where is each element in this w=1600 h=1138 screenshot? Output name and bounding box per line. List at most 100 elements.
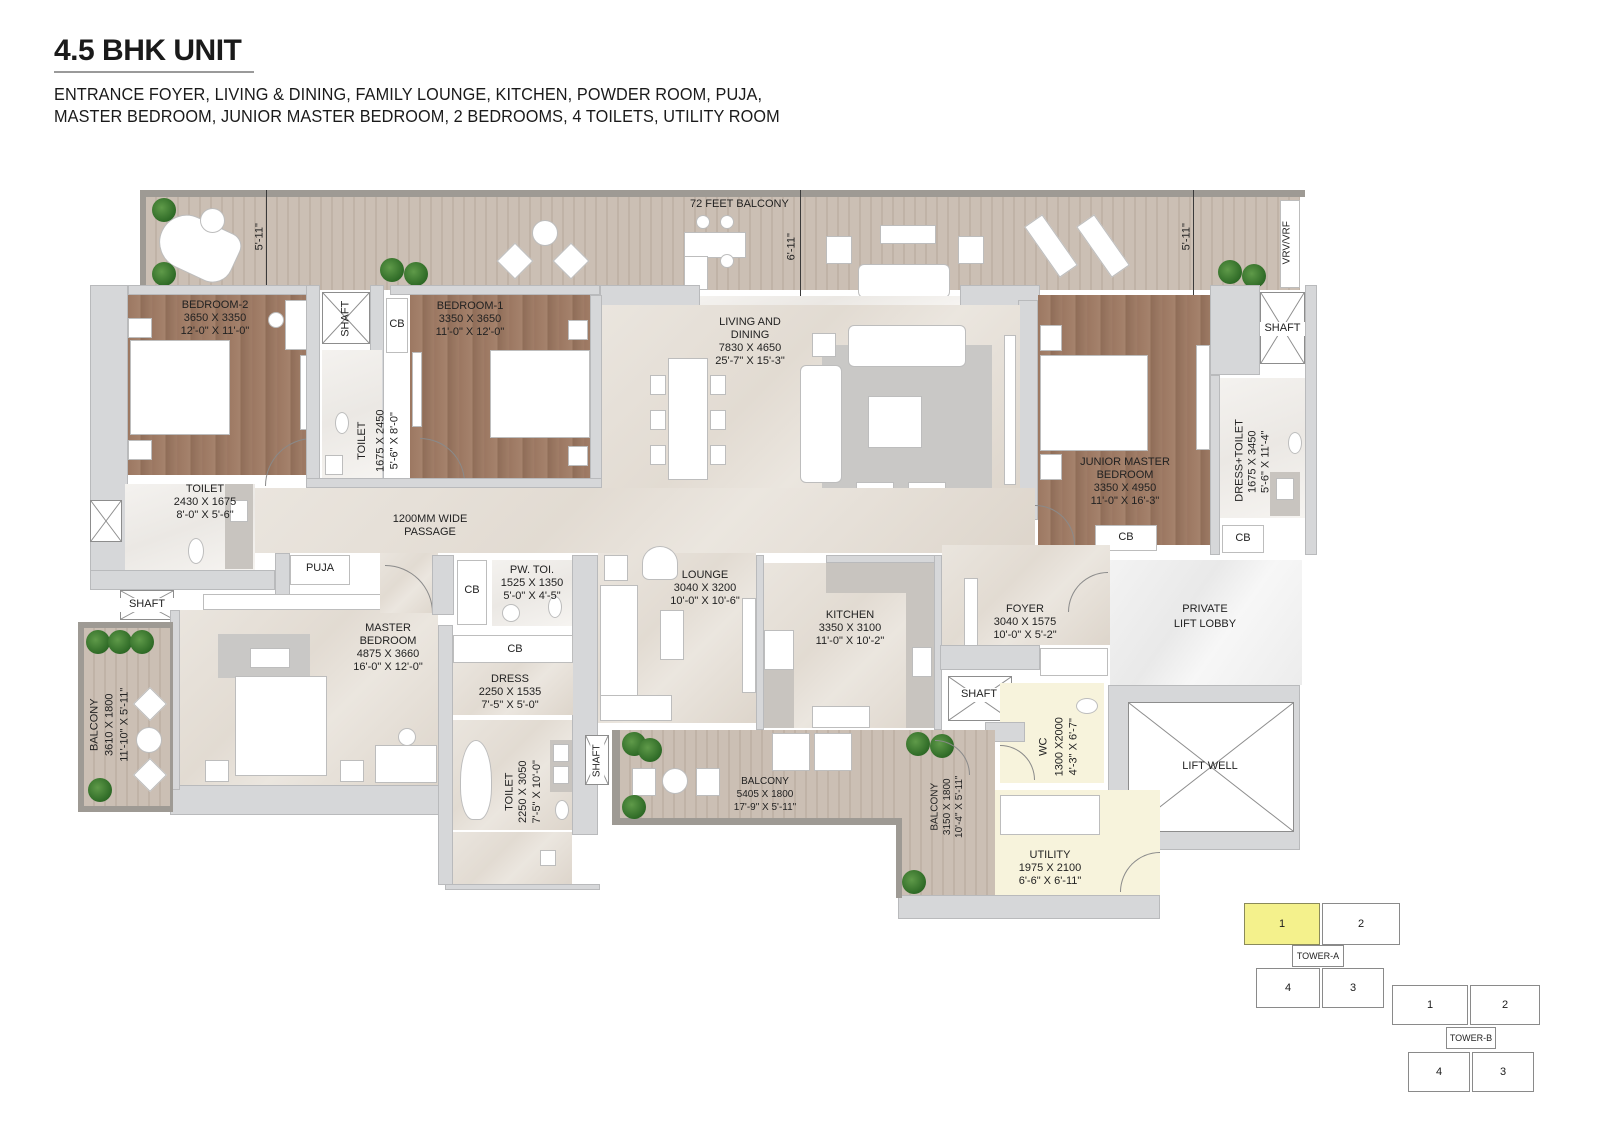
key-plan: 1 2 TOWER-A 4 3 1 2 TOWER-B 4 3 <box>1240 895 1580 1135</box>
keyplan-tower-a-unit-1[interactable]: 1 <box>1244 903 1320 945</box>
tower-a-label: TOWER-A <box>1296 951 1340 961</box>
refrigerator <box>764 630 794 670</box>
keyplan-tower-b-unit-2[interactable]: 2 <box>1470 985 1540 1025</box>
basin-icon <box>502 604 520 622</box>
utility-mm: 1975 X 2100 <box>1018 862 1082 874</box>
unit-number: 2 <box>1501 999 1509 1011</box>
bedroom-1-mm: 3350 X 3650 <box>438 313 502 325</box>
jm-name-1: JUNIOR MASTER <box>1080 456 1170 468</box>
lounge-name: LOUNGE <box>681 569 729 581</box>
nightstand <box>128 318 152 338</box>
bedroom-2-name: BEDROOM-2 <box>181 299 249 311</box>
dining-table <box>668 358 708 480</box>
wall-bedrooms-bottom <box>306 478 602 488</box>
bar-stool <box>720 254 734 268</box>
wc-toilet-icon <box>335 412 349 434</box>
tower-b-label: TOWER-B <box>1449 1033 1493 1043</box>
lift-lobby-name-1: PRIVATE <box>1182 603 1228 615</box>
shaft-label: SHAFT <box>120 598 174 612</box>
wall-kitchen-top <box>826 555 941 563</box>
dimension-right: 5'-11" <box>1180 223 1193 251</box>
private-lift-lobby <box>1110 560 1302 685</box>
wc-toilet-icon <box>555 800 569 820</box>
plant-icon <box>86 630 110 654</box>
balcony-utility-name: BALCONY <box>929 782 941 831</box>
cb-label: CB <box>507 643 523 655</box>
dress-mm: 2250 X 1535 <box>478 686 542 698</box>
keyplan-tower-a-core: TOWER-A <box>1292 945 1344 967</box>
bar-counter <box>684 232 746 258</box>
jm-name-2: BEDROOM <box>1096 469 1154 481</box>
shaft-label: SHAFT <box>950 688 1008 702</box>
lounge-mm: 3040 X 3200 <box>673 582 737 594</box>
wall-kitchen-left <box>756 555 764 730</box>
balcony-kitchen-parapet <box>612 730 620 825</box>
lounge-sofa-l-return <box>600 695 672 721</box>
wall-bedroom2-top <box>128 285 308 295</box>
balcony-round-table <box>200 208 225 233</box>
wardrobe-bedroom-1 <box>412 352 422 427</box>
plant-icon <box>152 198 176 222</box>
room-puja[interactable] <box>290 555 350 585</box>
balcony-armchair <box>958 236 984 264</box>
unit-number: 3 <box>1349 982 1357 994</box>
dress-ft: 7'-5" X 5'-0" <box>481 699 539 711</box>
keyplan-tower-b-unit-3[interactable]: 3 <box>1472 1052 1534 1092</box>
unit-number: 4 <box>1284 982 1292 994</box>
wc-ft: 4'-3" X 6'-7" <box>1067 718 1080 776</box>
wall-master-bottom <box>170 785 445 815</box>
bar-stool <box>720 215 734 229</box>
kitchen-mm: 3350 X 3100 <box>818 622 882 634</box>
coffee-table <box>868 396 922 448</box>
utility-ft: 6'-6" X 6'-11" <box>1018 875 1082 887</box>
balcony-master-ft: 11'-10" X 5'-11" <box>118 687 131 762</box>
dining-chair <box>710 375 726 395</box>
plant-icon <box>380 258 404 282</box>
balcony-kitchen-mm: 5405 X 1800 <box>736 789 794 800</box>
washing-machine <box>772 733 810 771</box>
balcony-master-name: BALCONY <box>88 698 101 752</box>
cupboard-dress <box>1222 525 1264 553</box>
bedroom-2-ft: 12'-0" X 11'-0" <box>180 325 250 337</box>
tv-unit <box>742 598 756 693</box>
balcony-utility-ft: 10'-4" X 5'-11" <box>953 775 965 838</box>
title-underline <box>54 71 254 73</box>
dress-toilet-mm: 1675 X 3450 <box>1246 430 1259 493</box>
balcony-master-mm: 3610 X 1800 <box>103 693 116 756</box>
wall-master-dress <box>438 625 453 885</box>
keyplan-tower-a-unit-2[interactable]: 2 <box>1322 903 1400 945</box>
shaft-label: SHAFT <box>339 300 352 337</box>
dress-toilet-name: DRESS+TOILET <box>1233 419 1246 502</box>
lift-well-name: LIFT WELL <box>1182 760 1238 772</box>
keyplan-tower-b-unit-1[interactable]: 1 <box>1392 985 1468 1025</box>
jm-ft: 11'-0" X 16'-3" <box>1090 495 1160 507</box>
wall-foyer-bottom <box>940 645 1040 670</box>
basin-icon <box>230 500 248 522</box>
cb-label: CB <box>389 318 405 330</box>
dimension-line-right <box>1193 190 1194 296</box>
cb-label: CB <box>1118 531 1134 543</box>
balcony-chair <box>696 768 720 796</box>
balcony-sofa <box>858 264 950 298</box>
wardrobe-junior-master <box>1196 345 1210 450</box>
wc-mm: 1300 X2000 <box>1053 717 1066 777</box>
keyplan-tower-a-unit-4[interactable]: 4 <box>1256 968 1320 1008</box>
keyplan-tower-a-unit-3[interactable]: 3 <box>1322 968 1384 1008</box>
plant-icon <box>1218 260 1242 284</box>
plant-icon <box>902 870 926 894</box>
unit-number: 2 <box>1357 918 1365 930</box>
bed-bedroom-1 <box>490 350 590 438</box>
wall-jm-dress <box>1210 375 1220 555</box>
dress-name: DRESS <box>491 673 529 685</box>
plant-icon <box>404 262 428 286</box>
powder-ft: 5'-0" X 4'-5" <box>503 590 561 602</box>
desk-chair <box>398 728 416 746</box>
wall-bedroom1-top <box>390 285 600 295</box>
wall-kitchen-right <box>934 555 942 730</box>
sink-icon <box>812 706 870 728</box>
keyplan-tower-b-unit-4[interactable]: 4 <box>1408 1052 1470 1092</box>
master-name-2: BEDROOM <box>359 635 417 647</box>
wc-toilet-icon <box>548 596 562 618</box>
nightstand <box>128 440 152 460</box>
